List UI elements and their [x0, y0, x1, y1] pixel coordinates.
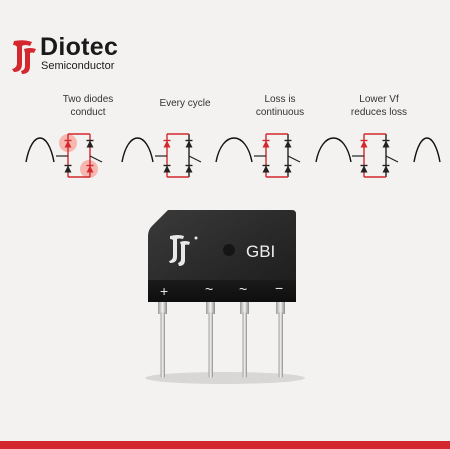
diode-upper-right-2: [284, 140, 292, 148]
pin-ac1-label: ~: [205, 281, 213, 297]
sine-wave-3: [315, 137, 352, 163]
bridge-output-0: [89, 155, 103, 163]
brand-bottom-bar: [0, 441, 450, 449]
pin-plus-label: +: [160, 283, 168, 299]
bridge-output-2: [287, 155, 301, 163]
diode-upper-right-3: [382, 140, 390, 148]
diode-lower-left-2: [262, 165, 270, 173]
diode-lower-right-0: [86, 165, 94, 173]
diode-lower-left-3: [360, 165, 368, 173]
bridge-output-1: [188, 155, 202, 163]
diode-lower-left-1: [163, 165, 171, 173]
pin-ac2-label: ~: [239, 281, 247, 297]
caption-every-cycle: Every cycle: [159, 98, 211, 109]
diode-lower-left-0: [64, 165, 72, 173]
diode-upper-right-0: [86, 140, 94, 148]
sine-wave-4: [413, 137, 441, 163]
diode-lower-right-3: [382, 165, 390, 173]
pin-minus-label: −: [275, 280, 283, 296]
brand-name: Diotec: [40, 33, 119, 61]
package-label: GBI: [246, 242, 275, 261]
sine-wave-2: [215, 137, 253, 163]
gbi-bridge-package: GBI + ~ ~ −: [145, 210, 305, 384]
diotec-logo-icon: [12, 40, 36, 74]
diode-upper-left-1: [163, 140, 171, 148]
sine-wave-0: [25, 137, 55, 163]
diode-lower-right-2: [284, 165, 292, 173]
diode-upper-left-2: [262, 140, 270, 148]
sine-wave-1: [121, 137, 154, 163]
rectifier-diagram: [25, 133, 441, 178]
diode-lower-right-1: [185, 165, 193, 173]
diode-upper-left-3: [360, 140, 368, 148]
brand-tagline: Semiconductor: [41, 60, 115, 72]
diode-upper-right-1: [185, 140, 193, 148]
diode-upper-left-0: [64, 140, 72, 148]
package-pins: [158, 300, 285, 378]
bridge-output-3: [385, 155, 399, 163]
body-logo-icon: [169, 235, 198, 266]
